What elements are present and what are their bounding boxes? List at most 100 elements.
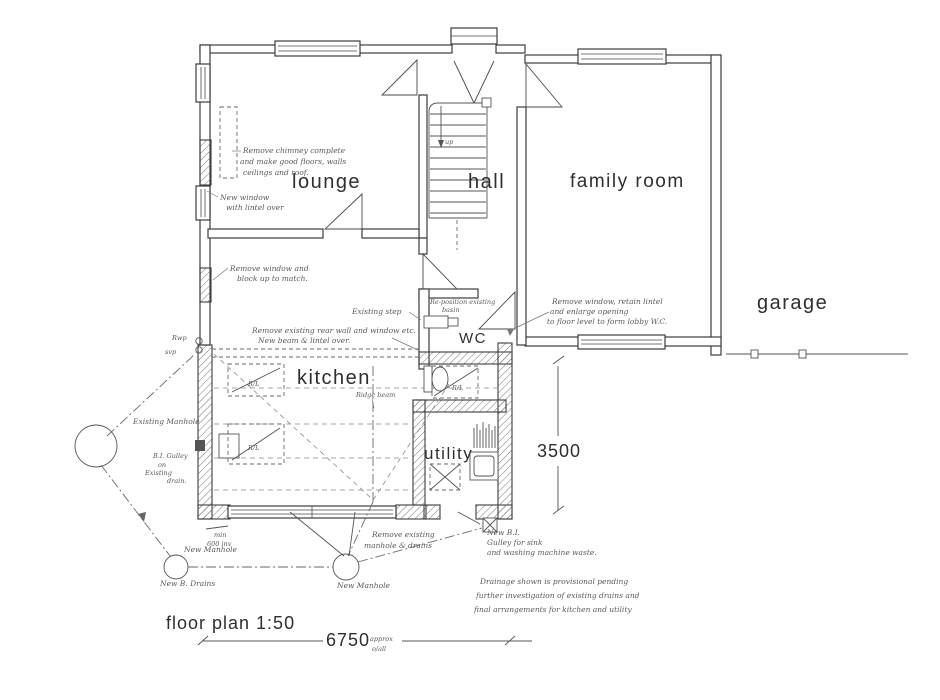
dimension-6750: 6750 approx o/all xyxy=(197,630,532,653)
dimension-3500: 3500 xyxy=(537,355,581,515)
svg-text:Remove window and: Remove window and xyxy=(229,264,309,273)
svg-text:New B.I.: New B.I. xyxy=(486,528,520,537)
svg-text:Remove existing rear wall and: Remove existing rear wall and window etc… xyxy=(251,326,416,335)
room-labels: lounge hall family room garage kitchen W… xyxy=(292,171,828,463)
svg-text:Ridge beam: Ridge beam xyxy=(355,391,395,399)
note-ridge-beam: Ridge beam xyxy=(355,391,395,409)
svg-text:basin: basin xyxy=(442,306,460,314)
note-new-window: New window with lintel over xyxy=(206,190,284,212)
bi-gulley-on-wall xyxy=(195,440,205,451)
rooflight-label: R/L xyxy=(247,444,259,452)
svg-text:Remove chimney complete: Remove chimney complete xyxy=(242,146,346,155)
drainer-tally xyxy=(473,422,496,448)
window-lounge-left-2 xyxy=(195,185,211,221)
new-manhole-right xyxy=(332,553,360,581)
up-arrowhead xyxy=(438,140,444,148)
svg-text:Existing step: Existing step xyxy=(351,307,402,316)
stair-treads xyxy=(430,113,486,214)
doors xyxy=(323,27,563,330)
svg-text:and enlarge opening: and enlarge opening xyxy=(550,307,629,316)
wc-fixtures xyxy=(423,315,459,393)
dim-depth: 3500 xyxy=(537,441,581,461)
svg-text:Existing: Existing xyxy=(144,469,172,477)
svg-text:New Manhole: New Manhole xyxy=(336,581,391,590)
rooflight-label: R/L xyxy=(451,384,463,392)
svg-text:further investigation of exist: further investigation of existing drains… xyxy=(475,591,640,600)
svg-text:on: on xyxy=(158,461,166,469)
new-manhole-left xyxy=(163,554,189,580)
room-label-garage: garage xyxy=(757,292,828,314)
drainage: Rwp svp xyxy=(74,334,498,581)
wc-door-swing xyxy=(477,290,516,330)
svg-text:Re-position existing: Re-position existing xyxy=(429,298,495,306)
dimension-min-invert: min 600 inv xyxy=(205,525,232,548)
staircase: up xyxy=(428,97,492,250)
min-invert-2: 600 inv xyxy=(207,540,232,548)
note-existing-step: Existing step xyxy=(351,307,422,321)
svg-text:B.I. Gulley: B.I. Gulley xyxy=(152,452,188,460)
svg-text:Drainage shown is provisional: Drainage shown is provisional pending xyxy=(479,577,628,586)
window-kitchen-bottom xyxy=(227,505,397,519)
drawing-title: floor plan 1:50 xyxy=(166,613,295,633)
svg-text:ceilings and roof.: ceilings and roof. xyxy=(243,168,309,177)
room-label-lounge: lounge xyxy=(292,171,361,193)
cistern xyxy=(423,365,433,393)
removed-rear-wall xyxy=(212,348,419,358)
new-bi-gulley xyxy=(482,517,498,533)
svg-text:with lintel over: with lintel over xyxy=(226,203,284,212)
svg-text:New B. Drains: New B. Drains xyxy=(159,579,215,588)
svg-text:final arrangements for kitchen: final arrangements for kitchen and utili… xyxy=(473,605,632,614)
svg-text:to floor level to form lobby W: to floor level to form lobby W.C. xyxy=(547,317,667,326)
svg-text:Gulley for sink: Gulley for sink xyxy=(487,538,543,547)
lounge-door-swing xyxy=(380,58,418,96)
existing-manhole xyxy=(74,424,118,468)
window-family-top xyxy=(577,48,667,65)
note-new-gulley: New B.I. Gulley for sink and washing mac… xyxy=(486,528,597,557)
note-drainage-provisional: Drainage shown is provisional pending fu… xyxy=(473,577,640,614)
front-door xyxy=(450,27,498,104)
utility-fixtures xyxy=(429,422,499,491)
basin xyxy=(423,315,449,329)
svp-label: svp xyxy=(165,348,177,356)
family-door-swing xyxy=(525,62,563,108)
utility-rooflight xyxy=(429,463,461,491)
dim-overall: 6750 xyxy=(326,630,370,650)
min-invert-1: min xyxy=(214,531,226,539)
svg-text:manhole & drains: manhole & drains xyxy=(364,541,432,550)
exterior-walls xyxy=(199,44,722,356)
interior-walls xyxy=(207,94,527,370)
svg-text:New window: New window xyxy=(219,193,270,202)
note-remove-window-block-up: Remove window and block up to match. xyxy=(212,264,309,283)
note-family-window: Remove window, retain lintel and enlarge… xyxy=(507,297,667,336)
rooflights: R/L R/L R/L xyxy=(218,363,479,465)
stair-up-label: up xyxy=(445,138,454,146)
svg-text:and washing machine waste.: and washing machine waste. xyxy=(487,548,597,557)
room-label-kitchen: kitchen xyxy=(297,367,371,389)
new-hatched-walls xyxy=(197,139,513,520)
note-bi-gulley: B.I. Gulley on Existing drain. xyxy=(144,452,188,485)
svg-text:Existing Manhole: Existing Manhole xyxy=(132,417,200,426)
dim-oall: o/all xyxy=(372,645,386,653)
lobby-door-swing xyxy=(422,252,459,290)
annotations: Remove chimney complete and make good fl… xyxy=(132,146,667,614)
rwp-svp: Rwp svp xyxy=(165,334,203,356)
garage-line xyxy=(726,349,908,359)
note-remove-manhole: Remove existing manhole & drains xyxy=(364,530,435,550)
svg-text:New beam & lintel over.: New beam & lintel over. xyxy=(257,336,350,345)
room-label-family-room: family room xyxy=(570,171,685,192)
note-new-manhole-left: New Manhole xyxy=(183,545,238,554)
svg-text:Remove window, retain lintel: Remove window, retain lintel xyxy=(551,297,663,306)
flow-arrow xyxy=(138,512,146,522)
note-reposition-basin: Re-position existing basin xyxy=(429,298,495,314)
note-new-manhole-right: New Manhole xyxy=(336,581,391,590)
rwp-label: Rwp xyxy=(171,334,187,342)
room-label-utility: utility xyxy=(424,444,473,463)
window-lounge-top xyxy=(274,40,361,57)
window-family-bottom xyxy=(577,334,666,350)
kitchen-door-swing xyxy=(323,192,363,230)
svg-text:New Manhole: New Manhole xyxy=(183,545,238,554)
svg-text:and make good floors, walls: and make good floors, walls xyxy=(240,157,346,166)
note-new-b-drains: New B. Drains xyxy=(159,579,215,588)
svg-text:block up to match.: block up to match. xyxy=(237,274,308,283)
room-label-hall: hall xyxy=(468,171,505,193)
